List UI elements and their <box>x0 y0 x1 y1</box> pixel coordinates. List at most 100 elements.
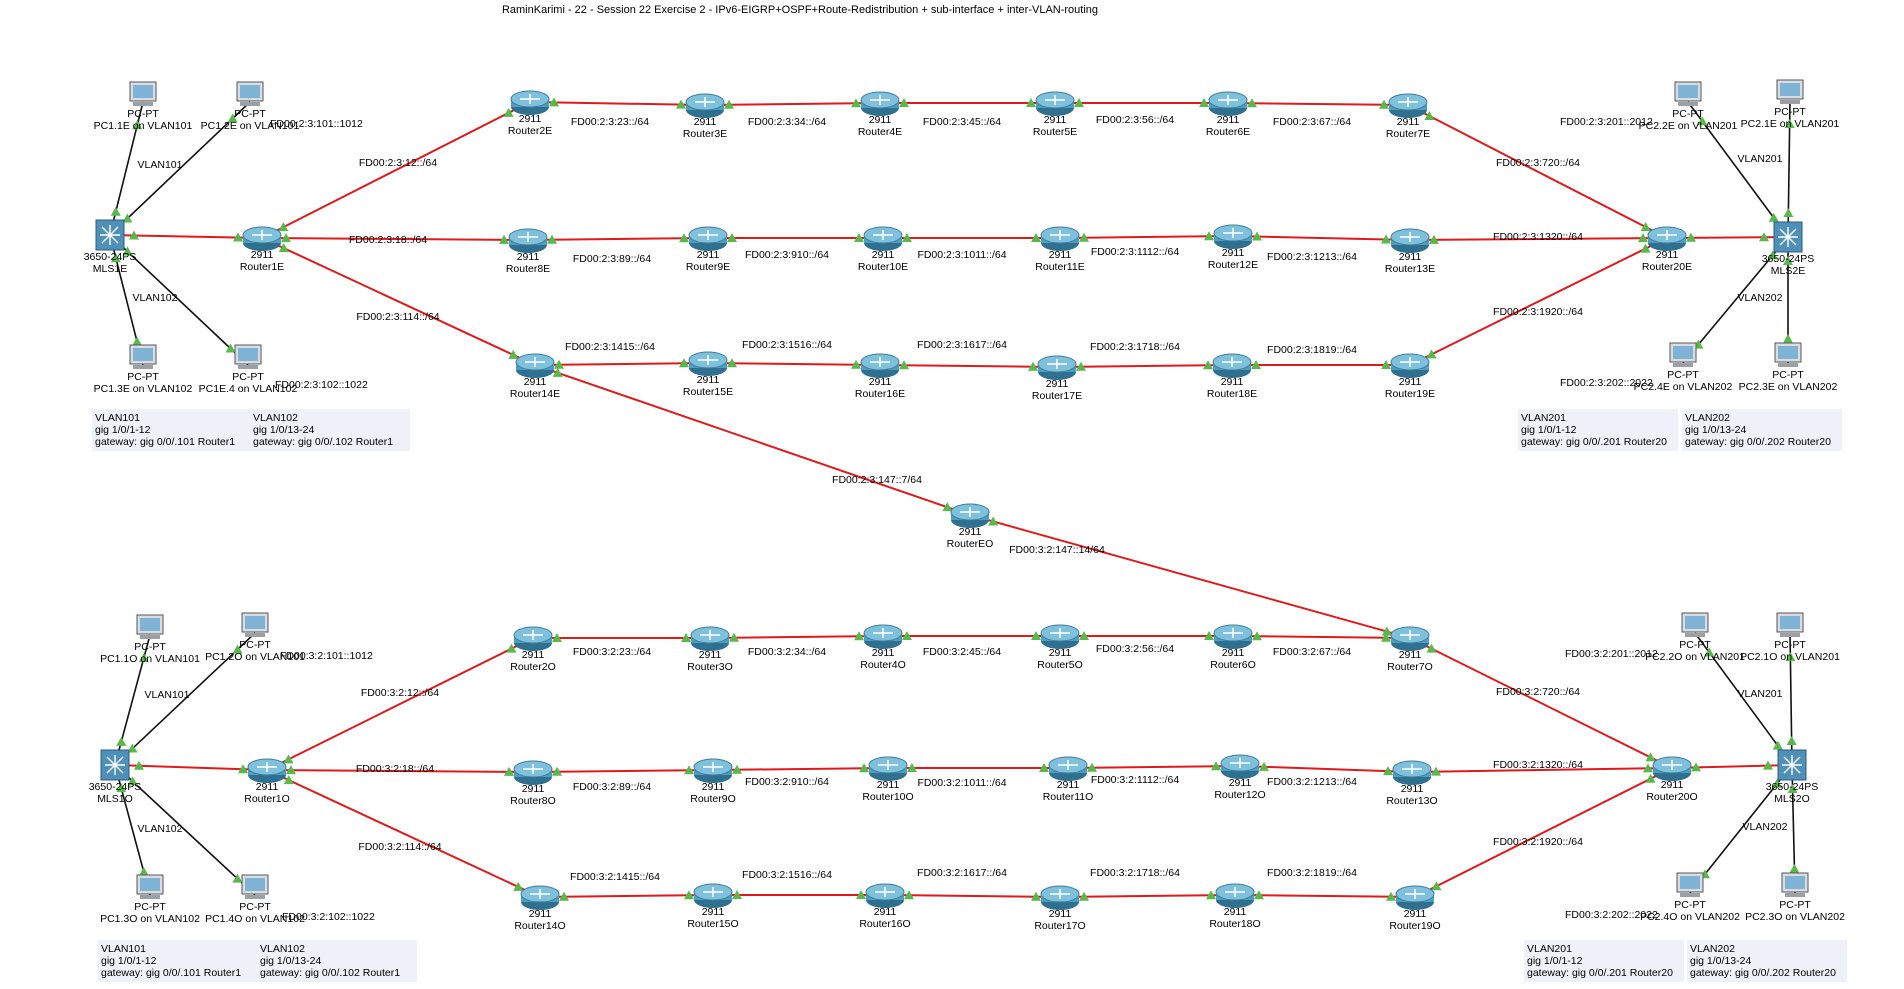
serial-link[interactable] <box>1067 765 1241 769</box>
serial-link[interactable] <box>707 362 881 366</box>
serial-link[interactable] <box>261 101 531 239</box>
serial-link[interactable] <box>532 769 714 773</box>
serial-link[interactable] <box>1227 102 1409 106</box>
serial-link[interactable] <box>1232 635 1411 639</box>
serial-link[interactable] <box>969 514 1411 639</box>
serial-link[interactable] <box>1409 237 1668 241</box>
serial-link[interactable] <box>266 637 534 771</box>
serial-link[interactable] <box>1056 364 1233 368</box>
serial-link[interactable] <box>261 237 529 241</box>
serial-link[interactable] <box>1666 236 1789 239</box>
serial-link[interactable] <box>266 769 534 773</box>
serial-link[interactable] <box>1234 894 1416 898</box>
serial-link[interactable] <box>879 364 1058 368</box>
access-link[interactable] <box>114 632 256 766</box>
serial-link[interactable] <box>1409 237 1668 366</box>
serial-link[interactable] <box>1414 767 1673 898</box>
serial-link[interactable] <box>529 101 706 106</box>
serial-link[interactable] <box>712 767 889 771</box>
serial-link[interactable] <box>1411 767 1673 773</box>
serial-link[interactable] <box>1232 235 1411 241</box>
serial-link[interactable] <box>261 237 536 366</box>
serial-link[interactable] <box>704 102 881 106</box>
access-link[interactable] <box>114 764 256 896</box>
access-link[interactable] <box>109 101 251 236</box>
serial-link[interactable] <box>1059 235 1234 239</box>
serial-link[interactable] <box>884 894 1061 898</box>
serial-link[interactable] <box>534 362 709 366</box>
access-link[interactable] <box>109 234 249 366</box>
serial-link[interactable] <box>534 364 971 516</box>
serial-link[interactable] <box>709 635 884 639</box>
serial-link[interactable] <box>1407 104 1668 239</box>
serial-link[interactable] <box>1239 765 1413 773</box>
serial-link[interactable] <box>527 237 709 241</box>
serial-link[interactable] <box>1409 637 1673 769</box>
serial-link[interactable] <box>539 894 714 898</box>
serial-link[interactable] <box>1671 764 1793 769</box>
serial-link[interactable] <box>266 769 541 898</box>
serial-link[interactable] <box>1059 894 1236 898</box>
